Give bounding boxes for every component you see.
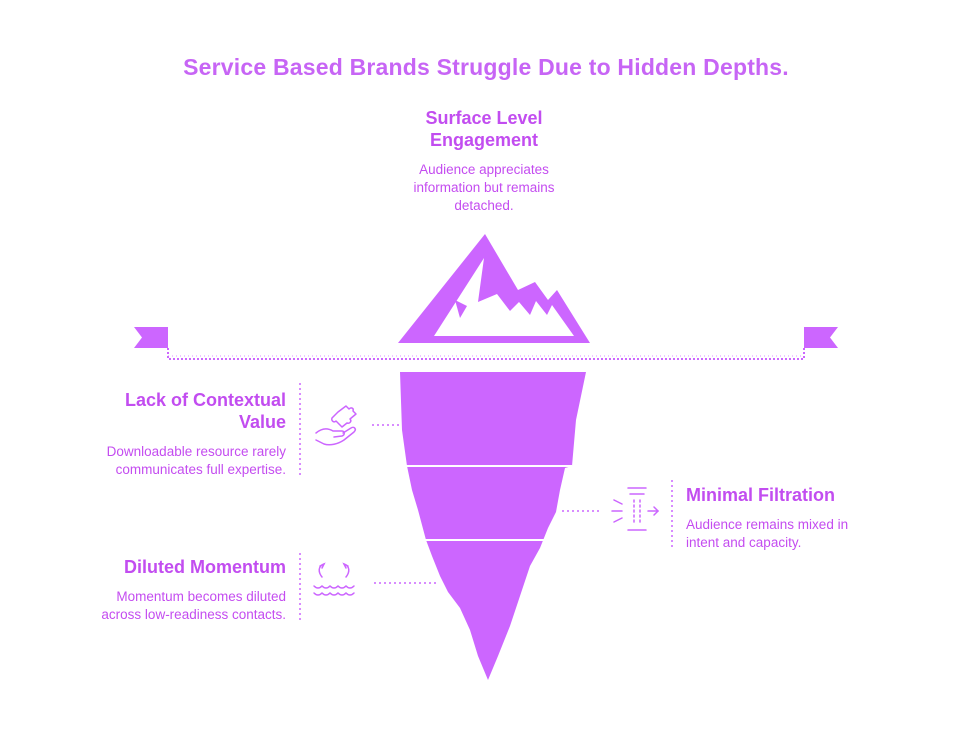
surface-heading: Surface Level Engagement <box>374 107 594 151</box>
contextual-desc-line2: communicates full expertise. <box>115 462 286 477</box>
surface-section: Surface Level Engagement Audience apprec… <box>374 107 594 215</box>
filter-icon <box>611 487 660 531</box>
filtration-section: Minimal Filtration Audience remains mixe… <box>686 484 926 552</box>
momentum-desc-line1: Momentum becomes diluted <box>116 589 286 604</box>
surface-heading-line1: Surface Level <box>425 108 543 128</box>
contextual-heading-line1: Lack of Contextual <box>124 390 286 410</box>
filtration-desc-line1: Audience remains mixed in <box>686 517 849 532</box>
momentum-heading: Diluted Momentum <box>124 557 286 577</box>
contextual-section: Lack of Contextual Value Downloadable re… <box>40 389 286 479</box>
water-line <box>167 348 805 360</box>
surface-desc-line3: detached. <box>454 198 514 213</box>
surface-desc-line2: information but remains <box>413 180 555 195</box>
surface-desc-line1: Audience appreciates <box>419 162 549 177</box>
page-title: Service Based Brands Struggle Due to Hid… <box>183 54 789 80</box>
iceberg-tip-icon <box>398 234 590 343</box>
filtration-desc-line2: intent and capacity. <box>686 535 802 550</box>
hand-puzzle-icon <box>315 405 357 446</box>
momentum-desc-line2: across low-readiness contacts. <box>101 607 286 622</box>
waves-icon <box>313 562 355 596</box>
submerged-iceberg <box>400 372 586 680</box>
surface-heading-line2: Engagement <box>429 130 539 150</box>
left-flag-icon <box>134 327 168 348</box>
contextual-desc: Downloadable resource rarely communicate… <box>40 443 286 479</box>
surface-desc: Audience appreciates information but rem… <box>374 161 594 215</box>
contextual-desc-line1: Downloadable resource rarely <box>106 444 286 459</box>
momentum-section: Diluted Momentum Momentum becomes dilute… <box>30 556 286 624</box>
contextual-heading: Lack of Contextual Value <box>40 389 286 433</box>
filtration-desc: Audience remains mixed in intent and cap… <box>686 516 926 552</box>
momentum-desc: Momentum becomes diluted across low-read… <box>30 588 286 624</box>
filtration-heading: Minimal Filtration <box>686 485 836 505</box>
contextual-heading-line2: Value <box>238 412 286 432</box>
right-flag-icon <box>804 327 838 348</box>
